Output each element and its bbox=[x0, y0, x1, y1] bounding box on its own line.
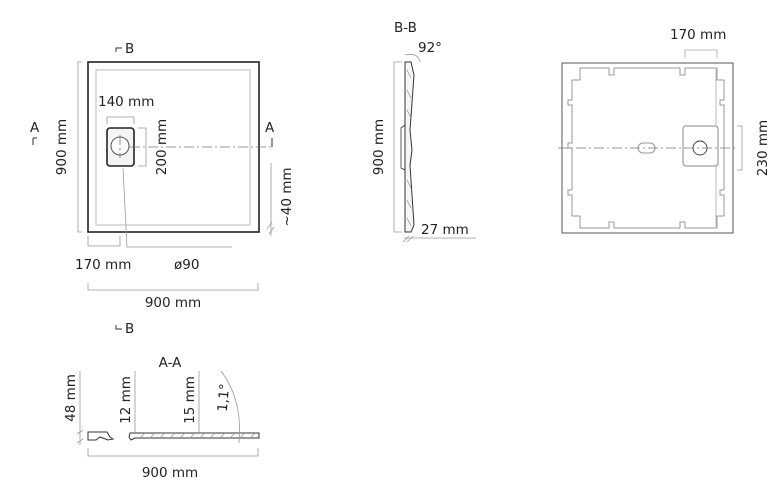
drain-width-dim: 140 mm bbox=[98, 94, 154, 110]
drain-offset-dim: 170 mm bbox=[75, 257, 131, 273]
section-aa-b-label: B bbox=[125, 321, 134, 337]
edge-dim: ~40 mm bbox=[279, 167, 295, 226]
section-bb-thickness: 27 mm bbox=[421, 222, 469, 238]
height-dim: 900 mm bbox=[54, 119, 70, 175]
drain-diameter: ø90 bbox=[174, 257, 199, 273]
bottom-drain-box bbox=[682, 125, 719, 167]
height-dim-line bbox=[77, 61, 82, 233]
section-bb-title: B-B bbox=[394, 20, 417, 36]
bottom-offset-dim: 170 mm bbox=[670, 27, 726, 43]
section-a-label-right: A bbox=[265, 120, 275, 136]
section-bb-angle: 92° bbox=[418, 40, 442, 56]
section-aa-title: A-A bbox=[159, 355, 183, 371]
top-view: B A A 900 mm 140 mm 200 mm ~40 mm 170 mm… bbox=[30, 41, 295, 311]
width-dim: 900 mm bbox=[145, 295, 201, 311]
section-aa-slope: 1,1° bbox=[215, 383, 233, 413]
section-aa-dim-12: 12 mm bbox=[118, 376, 134, 424]
bottom-drain-box-dim: 230 mm bbox=[755, 120, 771, 176]
section-bb: B-B 92° 900 mm 27 mm bbox=[371, 20, 476, 243]
section-aa: B A-A 48 mm 12 mm 15 mm 1,1° 900 mm bbox=[63, 321, 260, 481]
section-bb-height: 900 mm bbox=[371, 119, 387, 175]
bottom-view: 170 mm 230 mm bbox=[558, 27, 771, 234]
drain-height-dim: 200 mm bbox=[154, 119, 170, 175]
section-aa-width: 900 mm bbox=[142, 465, 198, 481]
profile-aa bbox=[128, 432, 260, 441]
profile-bb bbox=[404, 61, 415, 233]
tray-inner-edge bbox=[95, 69, 251, 226]
section-a-label-left: A bbox=[30, 120, 40, 136]
section-aa-dim-15: 15 mm bbox=[182, 376, 198, 424]
section-b-arrow bbox=[115, 47, 122, 52]
slope-arc bbox=[220, 370, 240, 444]
section-b-label: B bbox=[125, 41, 134, 57]
section-aa-height: 48 mm bbox=[63, 374, 79, 422]
bottom-ribs bbox=[567, 67, 725, 229]
drain-diameter-leader bbox=[122, 167, 232, 248]
